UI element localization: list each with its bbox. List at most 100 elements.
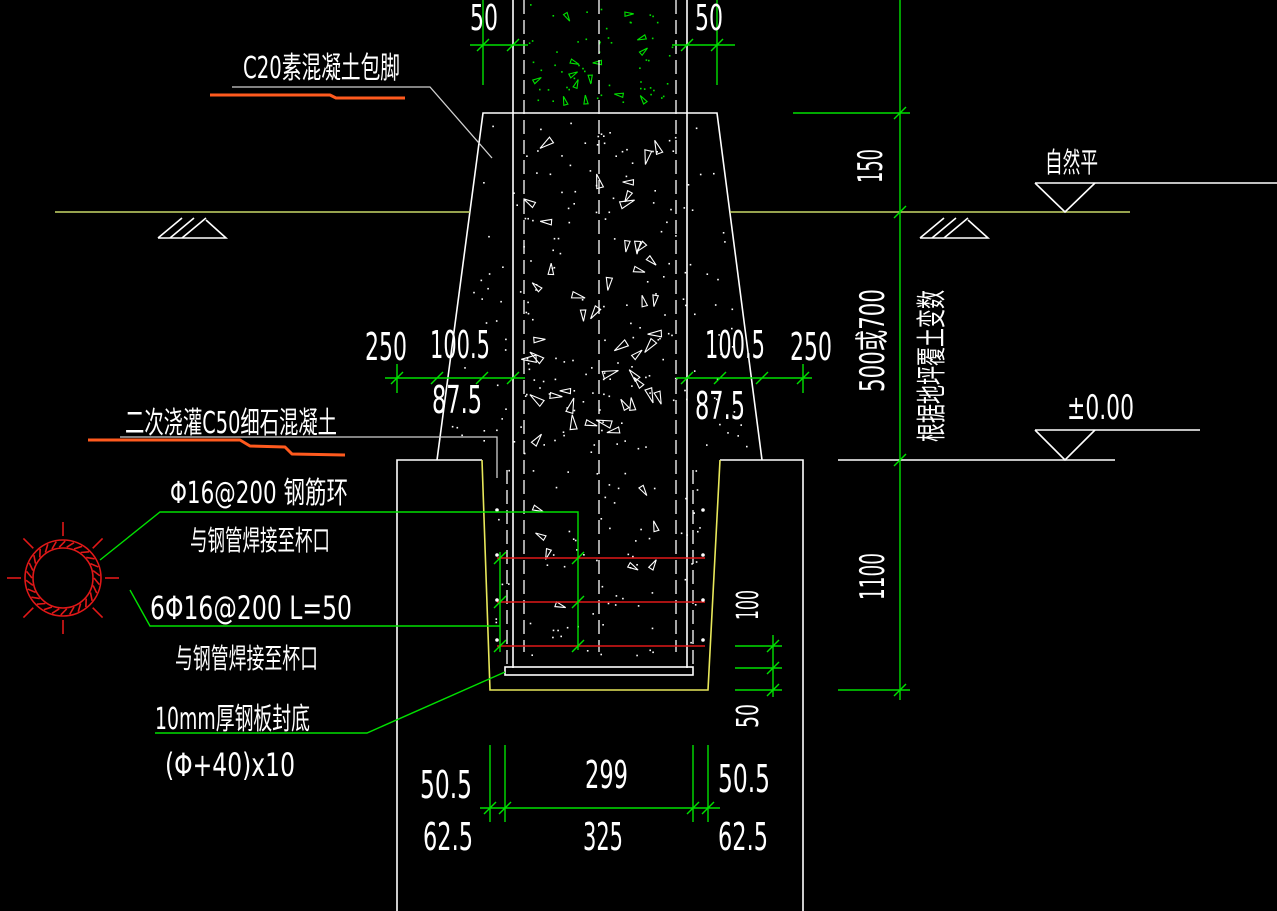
aggregate-dot xyxy=(574,539,577,542)
dimension-tick xyxy=(430,371,444,385)
cup-socket-outline xyxy=(481,459,721,691)
aggregate-dot xyxy=(680,532,683,535)
aggregate-mark xyxy=(620,398,630,412)
aggregate-dot xyxy=(483,440,485,442)
aggregate-dot xyxy=(608,484,611,486)
aggregate-dot xyxy=(636,564,638,566)
pipe-hatch-line xyxy=(69,606,75,615)
aggregate-dot xyxy=(567,471,569,473)
aggregate-dot xyxy=(653,89,655,92)
aggregate-dot xyxy=(649,392,651,394)
aggregate-dot xyxy=(540,69,543,72)
aggregate-dot xyxy=(652,651,654,654)
aggregate-mark xyxy=(644,387,654,404)
aggregate-dot xyxy=(656,21,659,24)
dimension-tick xyxy=(506,371,520,385)
aggregate-dot xyxy=(649,14,652,16)
dimension-tick xyxy=(483,801,497,815)
aggregate-dot xyxy=(597,135,600,138)
aggregate-dot xyxy=(640,81,642,83)
aggregate-mark xyxy=(644,337,658,353)
aggregate-dot xyxy=(543,444,545,446)
aggregate-dot xyxy=(596,144,599,146)
aggregate-mark xyxy=(531,504,544,513)
aggregate-dot xyxy=(675,235,677,237)
c20-pedestal-outline xyxy=(436,112,763,461)
aggregate-dot xyxy=(505,338,507,341)
dimension-lines xyxy=(385,0,910,822)
dimension-tick xyxy=(893,683,907,697)
aggregate-dot xyxy=(646,281,649,283)
aggregate-dot xyxy=(689,263,692,266)
aggregate-dot xyxy=(532,61,535,64)
aggregate-dot xyxy=(530,260,532,262)
aggregate-dot xyxy=(554,378,557,381)
aggregate-dot xyxy=(599,41,601,43)
aggregate-dot xyxy=(663,276,665,278)
soil-hatch-line xyxy=(157,217,183,239)
aggregate-dot xyxy=(582,401,585,403)
rebar-ring-leader xyxy=(99,511,579,650)
aggregate-mark xyxy=(645,254,657,266)
pipe-hatch-line xyxy=(51,608,60,615)
aggregate-dot xyxy=(716,378,719,381)
dimension-tick xyxy=(766,639,780,653)
aggregate-dot xyxy=(706,273,709,275)
aggregate-dot xyxy=(616,443,618,445)
aggregate-dot xyxy=(539,387,541,389)
aggregate-dot xyxy=(694,313,696,316)
aggregate-dot xyxy=(668,262,670,265)
aggregate-dot xyxy=(600,518,603,520)
aggregate-mark xyxy=(565,397,575,415)
aggregate-dot xyxy=(719,423,721,426)
aggregate-dot xyxy=(695,127,698,130)
aggregate-dot xyxy=(529,622,532,625)
aggregate-mark xyxy=(540,218,553,226)
aggregate-dot xyxy=(687,184,690,186)
aggregate-dot xyxy=(630,13,632,15)
aggregate-dot xyxy=(505,408,507,410)
top-right-dim-text: 50 xyxy=(695,0,723,39)
aggregate-dot xyxy=(542,380,545,383)
aggregate-dot xyxy=(699,527,701,529)
aggregate-dot xyxy=(603,393,605,396)
aggregate-dot xyxy=(473,291,475,294)
aggregate-mark xyxy=(647,559,657,571)
aggregate-dot xyxy=(715,398,718,401)
rebar-dot xyxy=(701,508,705,512)
aggregate-dot xyxy=(684,578,687,581)
aggregate-dot xyxy=(724,241,726,243)
aggregate-dot xyxy=(523,452,526,455)
aggregate-dot xyxy=(563,434,565,437)
aggregate-dot xyxy=(508,583,510,585)
aggregate-dot xyxy=(603,142,606,145)
aggregate-dot xyxy=(613,238,616,240)
aggregate-mark xyxy=(629,397,637,412)
aggregate-dot xyxy=(651,592,654,594)
soil-hatch-line xyxy=(181,217,207,239)
pipe-wall-hatch xyxy=(25,540,101,616)
steel-pipe-column xyxy=(506,0,694,668)
pipe-inner-circle xyxy=(32,547,94,609)
aggregate-dot xyxy=(500,300,502,303)
pipe-rebar-spokes xyxy=(7,522,119,634)
aggregate-mark xyxy=(529,394,545,408)
dimension-tick xyxy=(498,801,512,815)
aggregate-mark xyxy=(628,369,641,383)
aggregate-dot xyxy=(566,407,568,409)
aggregate-dot xyxy=(652,15,654,18)
aggregate-dot xyxy=(513,192,515,194)
aggregate-mark xyxy=(630,349,643,361)
pipe-hatch-line xyxy=(60,608,68,616)
aggregate-dot xyxy=(504,349,507,351)
pipe-rebar-spoke xyxy=(22,537,34,549)
bars-leader xyxy=(129,589,500,627)
aggregate-dot xyxy=(596,97,599,100)
pipe-hatch-line xyxy=(44,544,49,553)
aggregate-mark xyxy=(605,276,614,291)
aggregate-mark xyxy=(652,294,660,307)
aggregate-dot xyxy=(513,441,516,443)
rebar-dot xyxy=(495,598,499,602)
aggregate-dot xyxy=(717,278,719,281)
